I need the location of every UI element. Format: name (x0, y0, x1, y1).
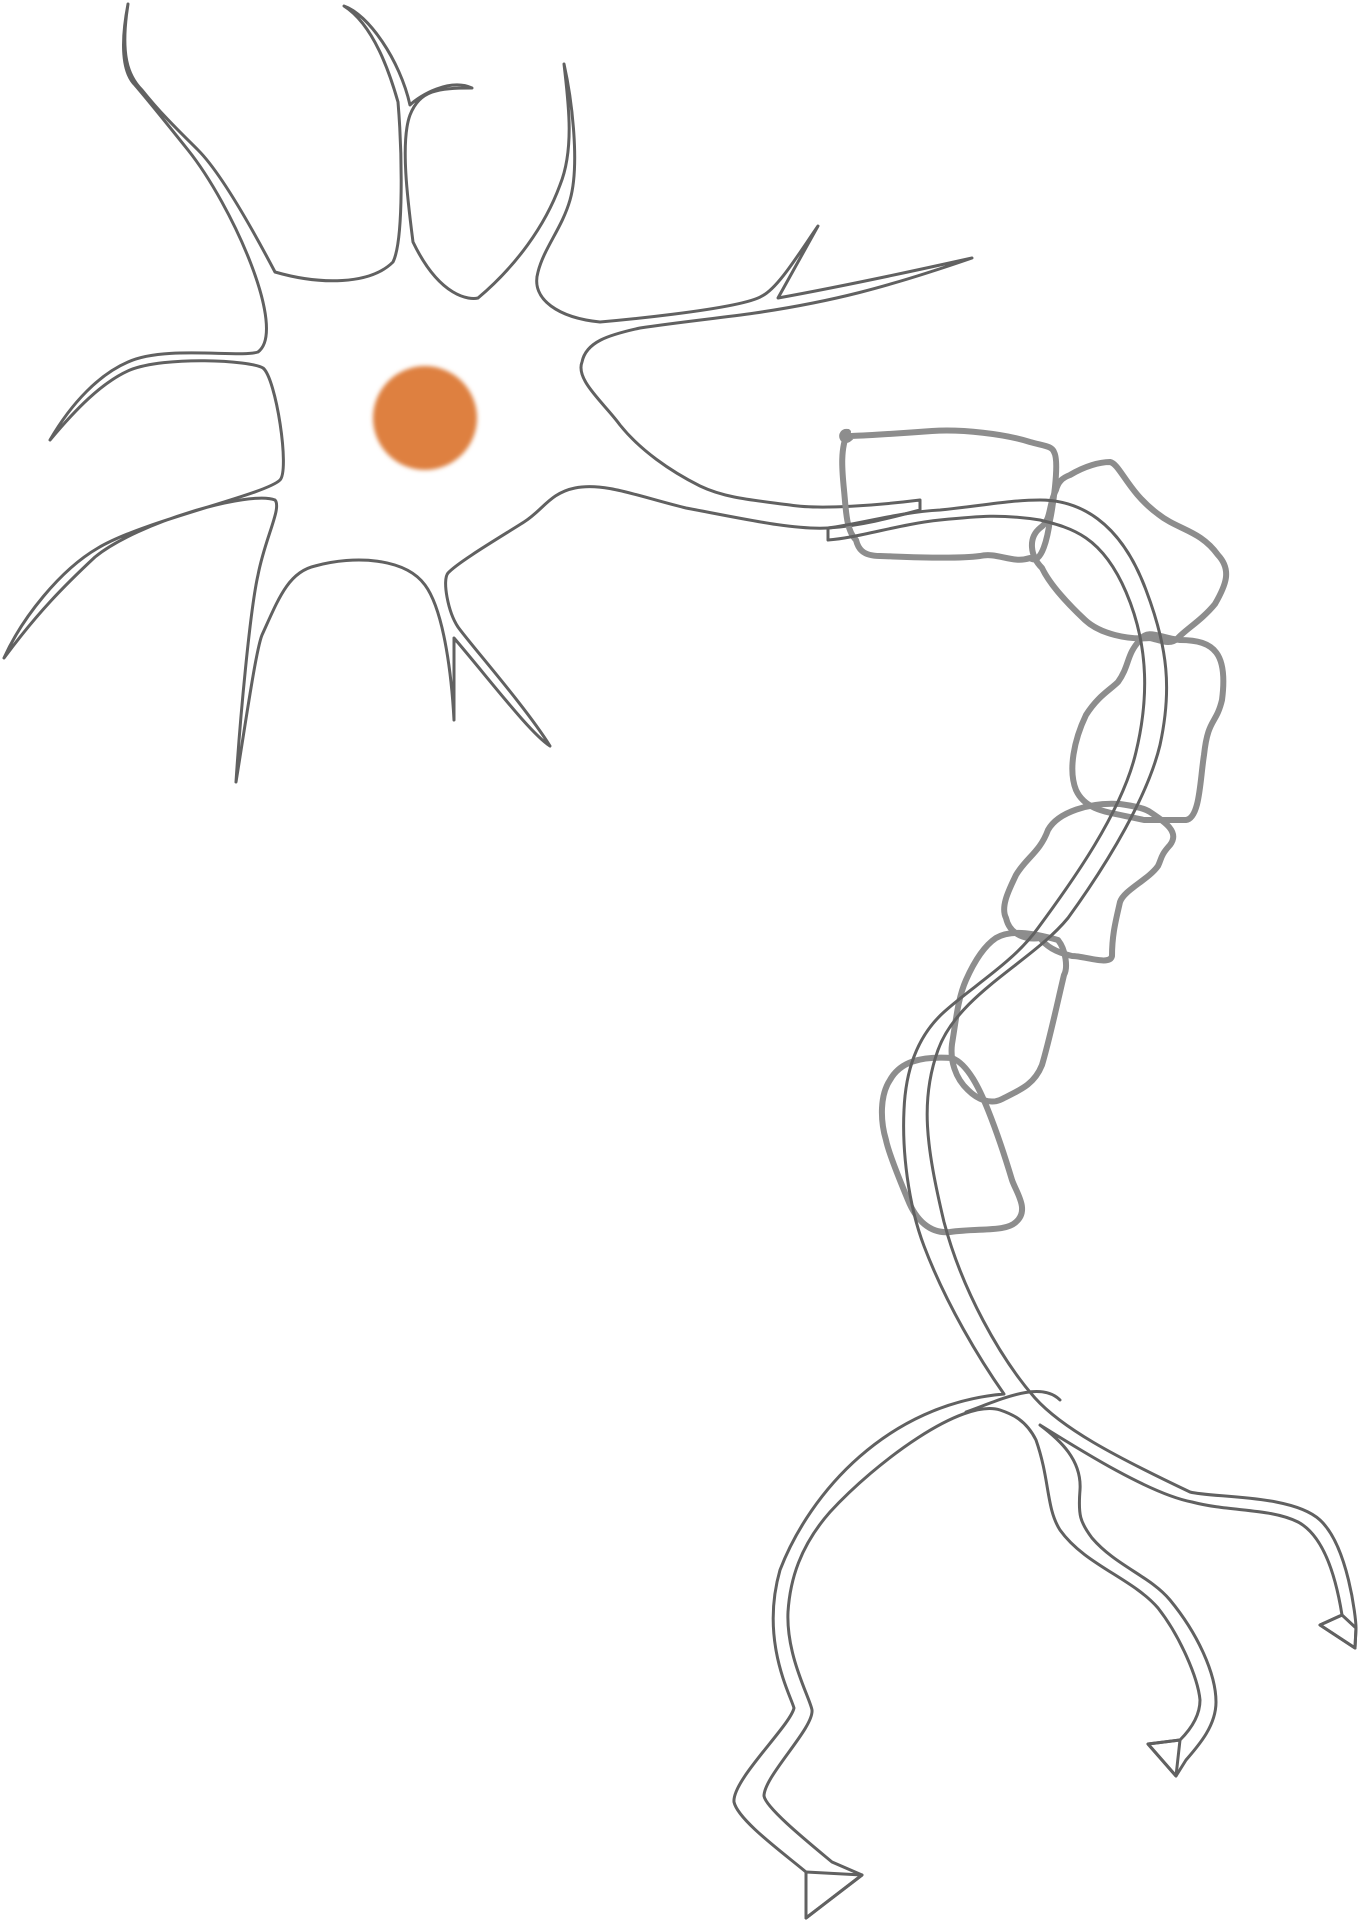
axon-terminals (804, 1613, 1358, 1920)
myelin-segment (1001, 800, 1177, 964)
soma-outline (2, 2, 974, 784)
axon-terminal-tip (804, 1870, 864, 1920)
cell-body (2, 2, 974, 784)
myelin-sheath (839, 427, 1230, 1236)
myelin-segment (839, 427, 1060, 563)
axon-terminal-tip (1146, 1738, 1182, 1778)
axon-inner-line (964, 1390, 1062, 1414)
axon-shaft (732, 498, 1358, 1920)
axon-terminal-tip (1318, 1613, 1358, 1650)
myelin-segment (1069, 631, 1227, 823)
myelin-segment (1029, 459, 1230, 646)
nucleus (373, 366, 477, 470)
myelin-segment (948, 929, 1069, 1105)
myelin-segment (878, 1054, 1025, 1236)
axon (732, 498, 1358, 1920)
